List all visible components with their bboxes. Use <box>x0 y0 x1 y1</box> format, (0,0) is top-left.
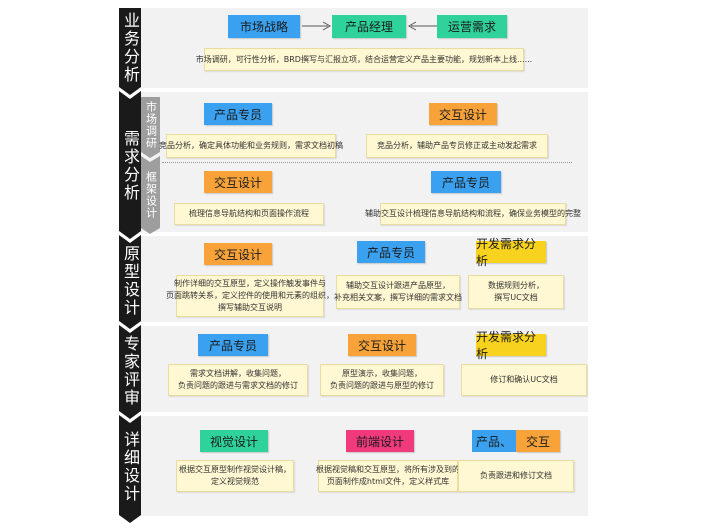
product-manager-tag: 产品经理 <box>332 15 406 38</box>
market-specialist-desc: 竞品分析，确定具体功能和业务规则，需求文档初稿 <box>159 134 343 158</box>
proto-specialist-desc-line-2: 补充相关文案，撰写详细的需求文档 <box>334 293 462 302</box>
stage-label-review: 专家评审 <box>121 335 140 407</box>
proto-ixd-desc-line-3: 撰写辅助交互说明 <box>218 303 282 312</box>
research-divider <box>162 162 572 163</box>
frame-specialist-tag: 产品专员 <box>431 171 501 193</box>
frontend-desc: 根据视觉稿和交互原型，将所有涉及到的 页面制作成html文件，定义样式库 <box>316 460 460 492</box>
proto-ixd-desc-line-1: 制作详细的交互原型，定义操作触发事件与 <box>174 279 326 288</box>
interaction-tag: 交互 <box>516 430 560 452</box>
stage-chevrons <box>119 8 160 523</box>
product-tag: 产品、 <box>472 430 516 452</box>
review-specialist-desc-line-2: 负责问题的跟进与需求文档的修订 <box>178 381 298 390</box>
stage-chevron-3 <box>119 235 141 329</box>
stage-label-business: 业务分析 <box>121 12 140 84</box>
proto-specialist-tag: 产品专员 <box>357 241 425 263</box>
product-interaction-desc: 负责跟进和修订文档 <box>458 460 574 492</box>
review-dev-desc: 修订和确认UC文档 <box>461 364 587 396</box>
frame-ixd-tag: 交互设计 <box>204 171 272 193</box>
frame-specialist-desc-text: 辅助交互设计梳理信息导航结构和流程，确保业务模型的完整 <box>365 209 581 218</box>
sub-label-framework-design: 框架设计 <box>144 171 158 219</box>
frontend-desc-line-2: 页面制作成html文件，定义样式库 <box>326 477 450 486</box>
stage-chevron-4 <box>119 325 141 419</box>
visual-desc-line-1: 根据交互原型制作视觉设计稿， <box>179 465 291 474</box>
market-ixd-desc-text: 竞品分析，辅助产品专员修正或主动发起需求 <box>377 141 537 150</box>
business-desc-text: 市场调研，可行性分析，BRD撰写与汇报立项，结合运营定义产品主要功能，规划新本上… <box>195 54 533 64</box>
review-dev-desc-text: 修订和确认UC文档 <box>490 375 558 384</box>
market-specialist-tag: 产品专员 <box>204 103 272 125</box>
market-ixd-desc: 竞品分析，辅助产品专员修正或主动发起需求 <box>366 134 548 158</box>
review-specialist-desc-line-1: 需求文档讲解，收集问题， <box>190 369 286 378</box>
market-strategy-tag: 市场战略 <box>228 15 300 38</box>
frontend-desc-line-1: 根据视觉稿和交互原型，将所有涉及到的 <box>316 465 460 474</box>
frame-ixd-desc: 梳理信息导航结构和页面操作流程 <box>174 203 324 225</box>
business-desc: 市场调研，可行性分析，BRD撰写与汇报立项，结合运营定义产品主要功能，规划新本上… <box>196 48 532 71</box>
frame-specialist-desc: 辅助交互设计梳理信息导航结构和流程，确保业务模型的完整 <box>365 203 581 225</box>
review-ixd-desc-line-2: 负责问题的跟进与原型的修订 <box>330 381 434 390</box>
proto-ixd-desc-line-2: 页面跳转关系，定义控件的使用和元素的组织， <box>166 291 334 300</box>
proto-ixd-desc: 制作详细的交互原型，定义操作触发事件与 页面跳转关系，定义控件的使用和元素的组织… <box>166 275 334 317</box>
visual-desc-line-2: 定义视觉规范 <box>211 477 259 486</box>
sub-chevron-market <box>141 97 160 158</box>
proto-specialist-desc-line-1: 辅助交互设计跟进产品原型， <box>346 281 450 290</box>
proto-ixd-tag: 交互设计 <box>204 243 272 265</box>
proto-dev-tag: 开发需求分析 <box>476 237 546 268</box>
review-ixd-desc: 原型演示，收集问题， 负责问题的跟进与原型的修订 <box>320 364 444 396</box>
stage-chevron-5 <box>119 415 141 523</box>
review-specialist-tag: 产品专员 <box>198 334 268 356</box>
review-specialist-desc: 需求文档讲解，收集问题， 负责问题的跟进与需求文档的修订 <box>168 364 308 396</box>
stage-chevron-2 <box>119 91 141 239</box>
stage-label-requirements: 需求分析 <box>121 130 140 202</box>
review-ixd-tag: 交互设计 <box>348 334 416 356</box>
frame-ixd-desc-text: 梳理信息导航结构和页面操作流程 <box>189 209 309 218</box>
product-interaction-desc-text: 负责跟进和修订文档 <box>480 471 552 480</box>
review-dev-tag: 开发需求分析 <box>476 330 546 361</box>
stage-chevron-1 <box>119 8 141 95</box>
review-ixd-desc-line-1: 原型演示，收集问题， <box>342 369 422 378</box>
proto-dev-desc-line-1: 数据规则分析， <box>488 281 544 290</box>
sub-chevron-frame <box>141 156 160 234</box>
proto-dev-desc: 数据规则分析， 撰写UC文档 <box>468 275 564 309</box>
arrow-ops-to-pm <box>407 21 437 31</box>
market-ixd-tag: 交互设计 <box>429 103 497 125</box>
proto-dev-desc-line-2: 撰写UC文档 <box>494 293 538 302</box>
frontend-design-tag: 前端设计 <box>346 430 414 452</box>
visual-desc: 根据交互原型制作视觉设计稿， 定义视觉规范 <box>176 460 294 492</box>
arrow-strategy-to-pm <box>302 21 332 31</box>
stage-label-detail: 详细设计 <box>121 431 140 503</box>
market-specialist-desc-text: 竞品分析，确定具体功能和业务规则，需求文档初稿 <box>159 141 343 150</box>
stage-label-prototype: 原型设计 <box>121 245 140 317</box>
ops-requirements-tag: 运营需求 <box>437 15 507 38</box>
visual-design-tag: 视觉设计 <box>200 430 268 452</box>
sub-label-market-research: 市场调研 <box>144 101 158 149</box>
proto-specialist-desc: 辅助交互设计跟进产品原型， 补充相关文案，撰写详细的需求文档 <box>334 275 462 309</box>
